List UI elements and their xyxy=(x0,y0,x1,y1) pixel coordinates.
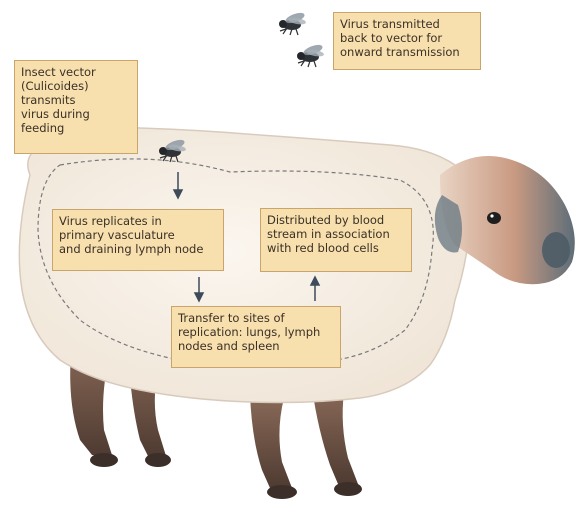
fly-icon xyxy=(279,11,306,35)
virus-replicates-label: Virus replicates in primary vasculature … xyxy=(52,209,224,271)
transfer-sites-label: Transfer to sites of replication: lungs,… xyxy=(171,306,341,368)
blood-distribution-label: Distributed by blood stream in associati… xyxy=(260,208,412,272)
fly-icon xyxy=(297,43,324,67)
sheep-hooves xyxy=(90,453,362,499)
virus-back-to-vector-label: Virus transmitted back to vector for onw… xyxy=(333,12,481,70)
insect-vector-label: Insect vector (Culicoides) transmits vir… xyxy=(14,60,138,154)
